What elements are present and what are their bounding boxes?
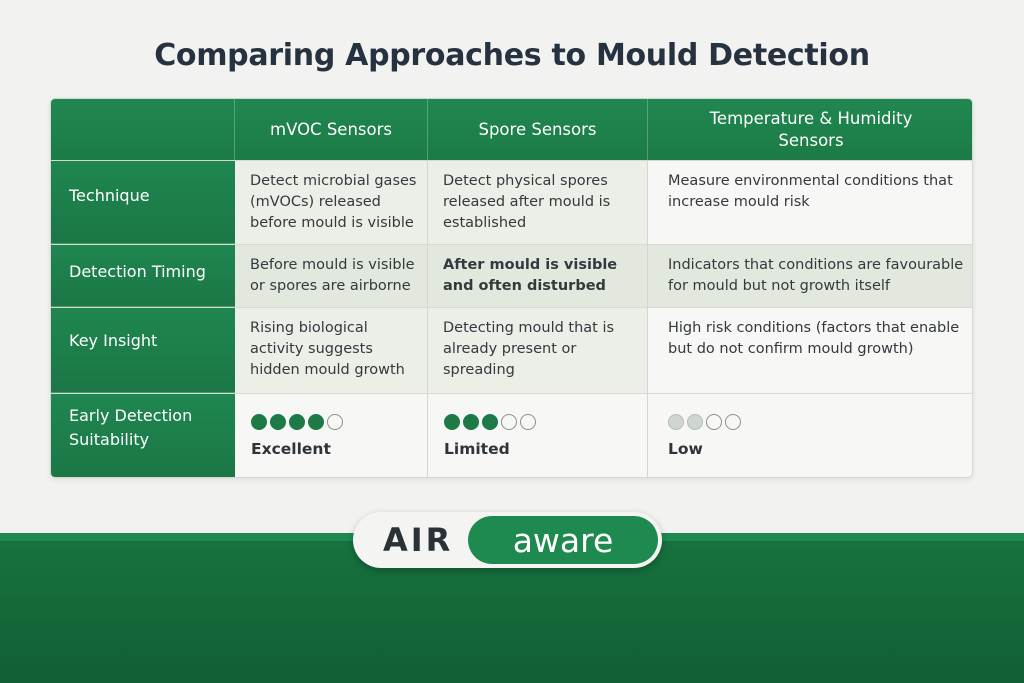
rating-cell: Low: [648, 394, 972, 477]
row-header: Key Insight: [51, 308, 235, 393]
rating-dot-empty: [706, 414, 722, 430]
cell-text: Rising biological activity suggests hidd…: [250, 320, 405, 378]
comparison-table: mVOC Sensors Spore Sensors Temperature &…: [50, 98, 973, 478]
rating-dot-filled: [308, 414, 324, 430]
cell-text: Before mould is visible or spores are ai…: [250, 257, 415, 294]
table-cell: Detect physical spores released after mo…: [428, 161, 648, 244]
row-header-label: Key Insight: [69, 331, 158, 350]
rating-dot-empty: [501, 414, 517, 430]
table-row-key-insight: Key Insight Rising biological activity s…: [51, 307, 972, 393]
table-cell: Measure environmental conditions that in…: [648, 161, 972, 244]
table-cell: After mould is visible and often disturb…: [428, 245, 648, 307]
row-header-label: Early Detection Suitability: [69, 406, 193, 449]
rating-dot-filled: [270, 414, 286, 430]
column-header-temp-humidity: Temperature & Humidity Sensors: [709, 108, 913, 150]
row-header: Early Detection Suitability: [51, 394, 235, 477]
cell-text: Detecting mould that is already present …: [443, 320, 615, 378]
rating-dot-filled: [251, 414, 267, 430]
rating-label: Low: [668, 440, 703, 458]
rating-dots: [444, 414, 536, 430]
row-header-label: Detection Timing: [69, 262, 206, 281]
rating-dot-filled: [668, 414, 684, 430]
rating-dot-filled: [687, 414, 703, 430]
header-corner-cell: [51, 99, 235, 160]
logo-text-air: AIR: [383, 521, 454, 559]
column-header-spore: Spore Sensors: [428, 99, 648, 160]
rating-dot-filled: [444, 414, 460, 430]
table-row-detection-timing: Detection Timing Before mould is visible…: [51, 244, 972, 307]
table-cell: Before mould is visible or spores are ai…: [235, 245, 428, 307]
table-header-row: mVOC Sensors Spore Sensors Temperature &…: [51, 99, 972, 160]
table-row-technique: Technique Detect microbial gases (mVOCs)…: [51, 160, 972, 244]
rating-dots: [668, 414, 741, 430]
table-cell: Detecting mould that is already present …: [428, 308, 648, 393]
rating-dot-empty: [725, 414, 741, 430]
table-cell: Indicators that conditions are favourabl…: [648, 245, 972, 307]
rating-dot-filled: [463, 414, 479, 430]
table-cell: Rising biological activity suggests hidd…: [235, 308, 428, 393]
cell-text: After mould is visible and often disturb…: [443, 257, 618, 294]
table-cell: High risk conditions (factors that enabl…: [648, 308, 972, 393]
rating-label: Excellent: [251, 440, 331, 458]
cell-text: High risk conditions (factors that enabl…: [668, 320, 960, 357]
rating-dot-filled: [482, 414, 498, 430]
rating-cell: Limited: [428, 394, 648, 477]
table-row-early-detection: Early Detection Suitability Excellent Li…: [51, 393, 972, 477]
table-cell: Detect microbial gases (mVOCs) released …: [235, 161, 428, 244]
cell-text: Detect microbial gases (mVOCs) released …: [250, 173, 417, 231]
row-header: Detection Timing: [51, 245, 235, 307]
rating-label: Limited: [444, 440, 510, 458]
cell-text: Measure environmental conditions that in…: [668, 173, 953, 210]
page-title: Comparing Approaches to Mould Detection: [154, 38, 870, 73]
row-header-label: Technique: [69, 186, 150, 205]
cell-text: Detect physical spores released after mo…: [443, 173, 611, 231]
rating-dot-empty: [520, 414, 536, 430]
airaware-logo: AIR aware: [353, 512, 662, 568]
row-header: Technique: [51, 161, 235, 244]
rating-dots: [251, 414, 343, 430]
cell-text: Indicators that conditions are favourabl…: [668, 257, 964, 294]
logo-pill-aware: aware: [468, 516, 658, 564]
rating-cell: Excellent: [235, 394, 428, 477]
rating-dot-empty: [327, 414, 343, 430]
column-header-mvoc: mVOC Sensors: [235, 99, 428, 160]
rating-dot-filled: [289, 414, 305, 430]
